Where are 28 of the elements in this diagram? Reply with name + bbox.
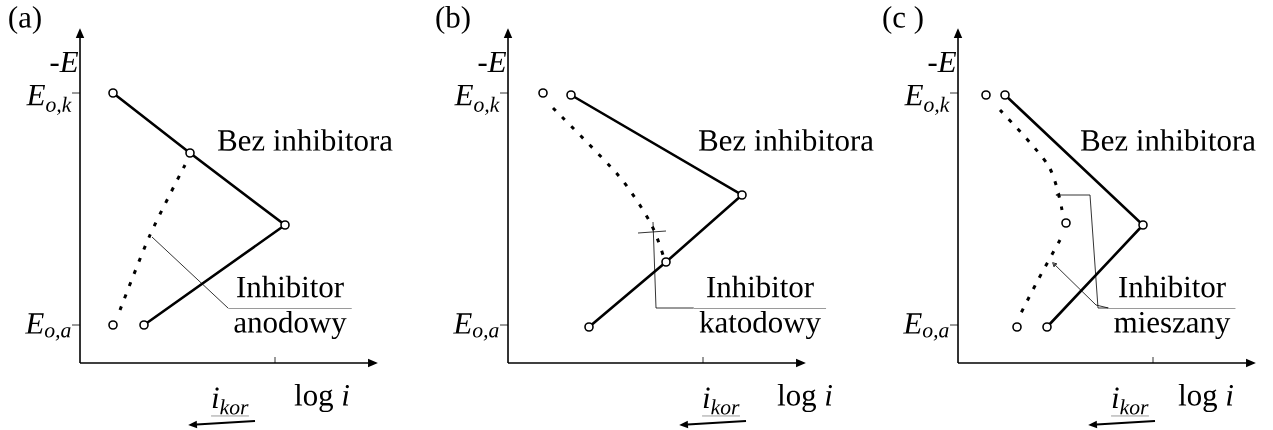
axis-label: -E [928, 51, 957, 73]
tick-label: E$_{o,k}$ [454, 85, 500, 115]
axis-label: log i [294, 383, 349, 413]
axis-label: log i [777, 383, 832, 413]
panel-label: (b) [436, 6, 470, 34]
curve-label: Bez inhibitora [699, 129, 874, 151]
leader-line [1055, 192, 1109, 309]
axis-label: i$_{kor}$ [1110, 387, 1150, 417]
axis-label: log i [1178, 383, 1233, 413]
axis-label: i$_{kor}$ [210, 387, 250, 417]
tick-label: E$_{o,k}$ [904, 85, 950, 115]
tick-label: E$_{o,k}$ [26, 85, 72, 115]
leader-line [652, 221, 695, 309]
inhibitor-label: Inhibitor katodowy [693, 275, 827, 340]
leader-line [1052, 262, 1109, 309]
inhibitor-label: Inhibitor mieszany [1108, 275, 1236, 340]
leader-line [151, 236, 229, 309]
curve-label: Bez inhibitora [218, 129, 393, 151]
panel-label: (c ) [883, 6, 923, 34]
axis-label: i$_{kor}$ [701, 387, 741, 417]
tick-label: E$_{o,a}$ [25, 313, 71, 341]
axis-label: -E [478, 51, 507, 73]
inhibitor-label: Inhibitor anodowy [228, 275, 352, 340]
tick-label: E$_{o,a}$ [903, 313, 949, 341]
axis-label: -E [50, 51, 79, 73]
curve-label: Bez inhibitora [1081, 129, 1256, 151]
tick-label: E$_{o,a}$ [453, 313, 499, 341]
panel-label: (a) [9, 6, 41, 34]
